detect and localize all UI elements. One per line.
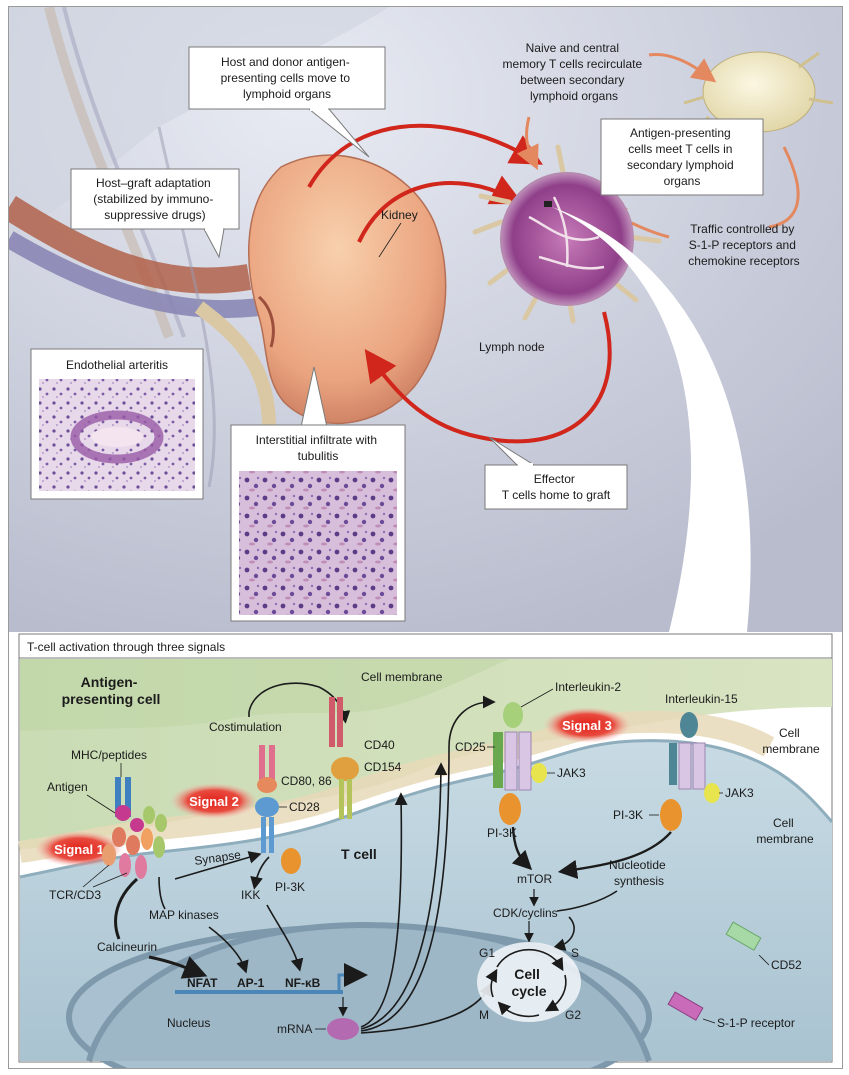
- callout-traffic: Traffic controlled by S-1-P receptors an…: [688, 222, 799, 268]
- callout-apc-meet: Antigen-presenting cells meet T cells in…: [600, 118, 764, 196]
- bottom-panel: T-cell activation through three signals …: [18, 633, 834, 1068]
- svg-text:Naive and central memo: Naive and central memory T cells recircu…: [503, 41, 646, 103]
- ap1-label: AP-1: [237, 976, 265, 990]
- kidney-label: Kidney: [381, 208, 418, 222]
- cd28-label: CD28: [289, 800, 320, 814]
- costim-label: Costimulation: [209, 720, 282, 734]
- svg-text:Effector T cells home: Effector T cells home to graft: [502, 472, 611, 502]
- nucleotide-line1: Nucleotide: [609, 858, 666, 872]
- callout-host-graft: Host–graft adaptation (stabilized by imm…: [70, 168, 240, 259]
- mhc-tcr-complex: [102, 777, 167, 879]
- cd80-cd28: [255, 745, 279, 853]
- jak3-a-label: JAK3: [557, 766, 586, 780]
- lymph-node: [472, 144, 662, 324]
- cd25-label: CD25: [455, 740, 486, 754]
- svg-text:Nucleotide synthesis: Nucleotide synthesis: [609, 858, 669, 888]
- infiltrate-title-line1: Interstitial infiltrate with: [256, 433, 377, 447]
- g1-label: G1: [479, 946, 495, 960]
- svg-text:Interstitial infiltrate with: Interstitial infiltrate with tubulitis: [256, 433, 381, 463]
- cell-cycle-ring: [496, 948, 564, 972]
- svg-text:Cell membrane: Cell membrane: [756, 816, 814, 846]
- signal-3-label: Signal 3: [562, 718, 612, 733]
- signal-1-label: Signal 1: [54, 842, 104, 857]
- signal-3-badge: [543, 707, 631, 743]
- mhc-label: MHC/peptides: [71, 748, 147, 762]
- svg-text:Host–graft adaptation: Host–graft adaptation (stabilized by imm…: [93, 176, 216, 222]
- kidney: [248, 154, 447, 425]
- ikk-label: IKK: [241, 888, 260, 902]
- nucleus-label: Nucleus: [167, 1016, 210, 1030]
- cell-membrane-top: Cell membrane: [361, 670, 443, 684]
- histology-infiltrate-panel: Interstitial infiltrate with tubulitis: [230, 366, 406, 622]
- t-cell-label: T cell: [341, 846, 377, 862]
- s-label: S: [571, 946, 579, 960]
- cd40-label: CD40: [364, 738, 395, 752]
- signal-2-badge: [170, 783, 258, 819]
- apc-title-line2: presenting cell: [62, 691, 161, 707]
- cd52-label: CD52: [771, 958, 802, 972]
- cell-cycle-line1: Cell: [514, 966, 540, 982]
- jak3-b-label: JAK3: [725, 786, 754, 800]
- apc-migration-arrow: [307, 123, 543, 188]
- callout-effector: Effector T cells home to graft: [484, 436, 628, 510]
- apc-move-line2: presenting cells move to: [221, 71, 351, 85]
- antigen-label: Antigen: [47, 780, 88, 794]
- cd40-cd154: [329, 697, 359, 819]
- svg-text:Antigen- presenting cell: Antigen- presenting cell: [62, 674, 161, 707]
- il15-label: Interleukin-15: [665, 692, 738, 706]
- cd154-label: CD154: [364, 760, 402, 774]
- cd52: [725, 921, 762, 951]
- svg-text:Antigen-presenting cel: Antigen-presenting cells meet T cells in…: [627, 126, 737, 188]
- tcr-label: TCR/CD3: [49, 888, 101, 902]
- callout-naive-recirc: Naive and central memory T cells recircu…: [503, 41, 646, 103]
- cell-cycle-line2: cycle: [511, 983, 546, 999]
- effector-homing-arrow: [364, 311, 612, 444]
- body-outline: [9, 7, 389, 237]
- zoom-cone: [552, 207, 751, 632]
- lymph-node-label: Lymph node: [479, 340, 545, 354]
- s1p-label: S-1-P receptor: [717, 1016, 795, 1030]
- nfat-label: NFAT: [187, 976, 218, 990]
- g2-label: G2: [565, 1008, 581, 1022]
- top-panel: Host and donor antigen- presenting cells…: [9, 7, 842, 632]
- infiltrate-title-line2: tubulitis: [298, 449, 339, 463]
- panel-header: T-cell activation through three signals: [27, 640, 225, 654]
- il15-receptor: [660, 712, 720, 831]
- iliac-vessels: [9, 195, 252, 294]
- il2-receptor: [493, 702, 547, 825]
- svg-text:Host and donor antigen-: Host and donor antigen- presenting cells…: [221, 55, 354, 101]
- pi3k-a: [281, 848, 301, 874]
- histology-arteritis-panel: Endothelial arteritis: [30, 348, 204, 500]
- apc-move-line3: lymphoid organs: [243, 87, 331, 101]
- mtor-label: mTOR: [517, 872, 552, 886]
- m-label: M: [479, 1008, 489, 1022]
- mrna: [327, 1018, 359, 1040]
- calcineurin-label: Calcineurin: [97, 940, 157, 954]
- apc-move-line1: Host and donor antigen-: [221, 55, 350, 69]
- apc-title-line1: Antigen-: [81, 674, 138, 690]
- signal-2-label: Signal 2: [189, 794, 239, 809]
- pi3k-c-label: PI-3K: [613, 808, 643, 822]
- nucleotide-line2: synthesis: [614, 874, 664, 888]
- mrna-label: mRNA: [277, 1022, 312, 1036]
- s1p-receptor: [667, 991, 704, 1021]
- il2-label: Interleukin-2: [555, 680, 621, 694]
- svg-text:Traffic controlled by: Traffic controlled by S-1-P receptors an…: [688, 222, 799, 268]
- figure-frame: Host and donor antigen- presenting cells…: [8, 6, 843, 1069]
- map-label: MAP kinases: [149, 908, 219, 922]
- transplant-immunology-diagram: Host and donor antigen- presenting cells…: [9, 7, 842, 1068]
- callout-apc-move: Host and donor antigen- presenting cells…: [188, 46, 386, 158]
- cd80-label: CD80, 86: [281, 774, 332, 788]
- svg-text:Cell membrane: Cell membrane: [762, 726, 820, 756]
- arteritis-title: Endothelial arteritis: [66, 358, 168, 372]
- pi3k-a-label: PI-3K: [275, 880, 305, 894]
- signal-1-badge: [35, 831, 123, 867]
- svg-text:Cell cycle: Cell cycle: [511, 966, 546, 999]
- cdk-label: CDK/cyclins: [493, 906, 558, 920]
- nfkb-label: NF-κB: [285, 976, 321, 990]
- pi3k-b-label: PI-3K: [487, 826, 517, 840]
